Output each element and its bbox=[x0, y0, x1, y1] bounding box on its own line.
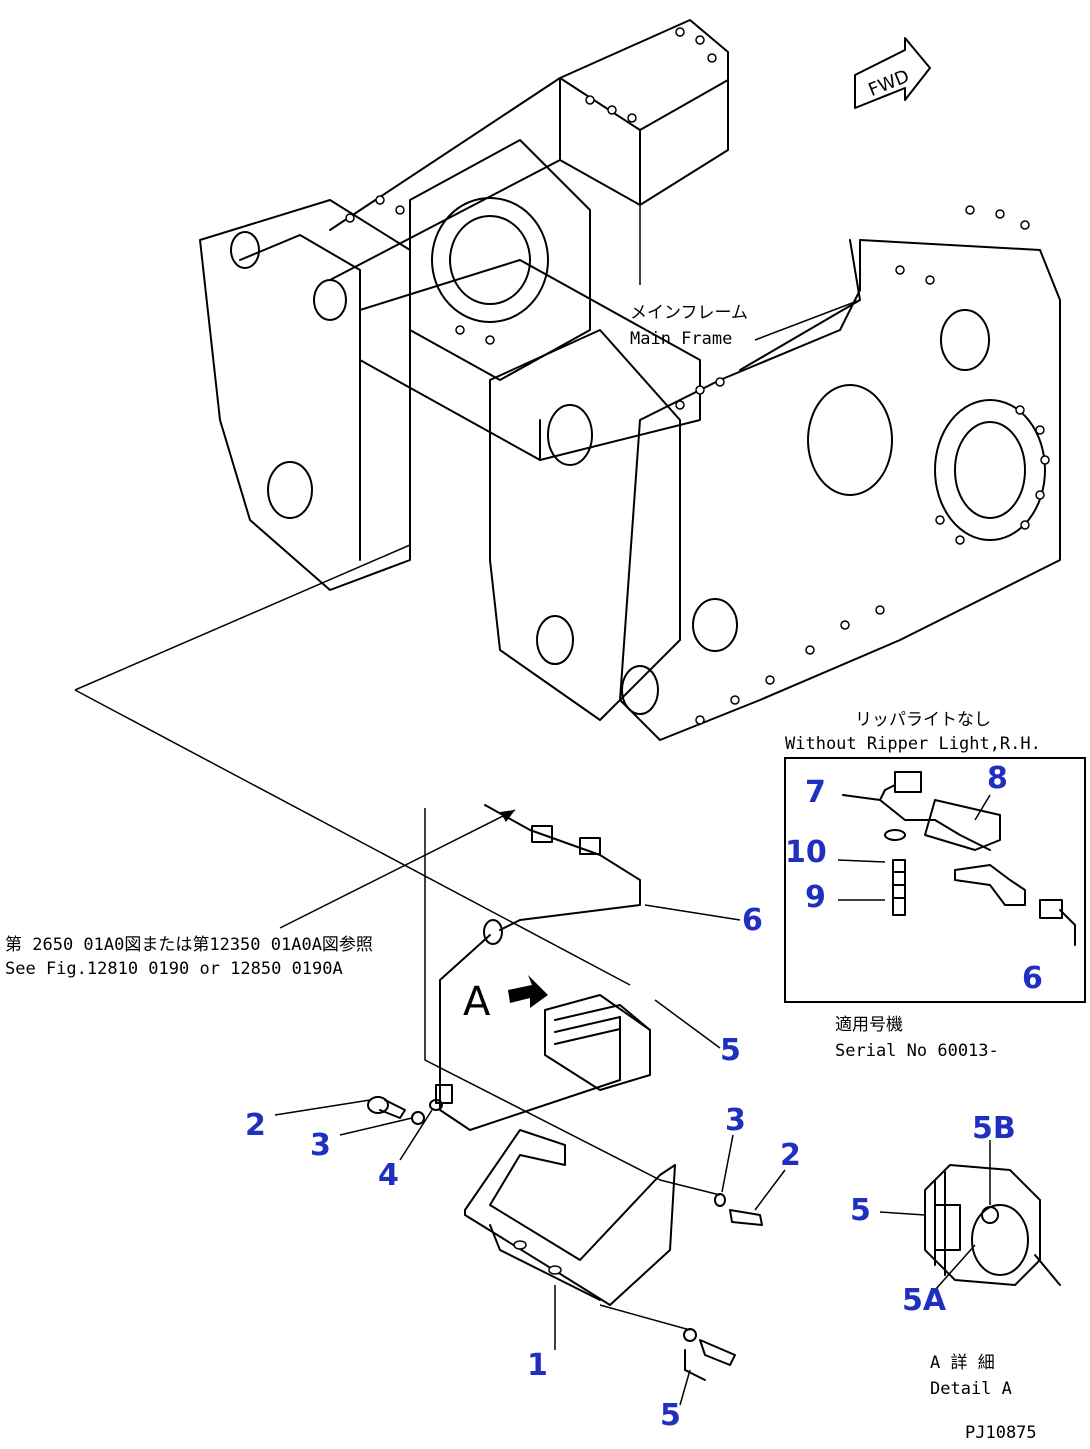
main-frame-drawing bbox=[199, 19, 1061, 741]
callout-5-lower: 5 bbox=[660, 1398, 681, 1433]
view-a-label: A bbox=[463, 979, 491, 1025]
callout-8: 8 bbox=[987, 761, 1008, 796]
see-fig-leader bbox=[279, 809, 516, 929]
reference-line bbox=[659, 1179, 721, 1196]
callout-7: 7 bbox=[805, 775, 826, 810]
main-frame-label-jp: メインフレーム bbox=[630, 303, 748, 323]
callout-5A: 5A bbox=[902, 1283, 947, 1318]
see-fig-label-jp: 第 2650 01A0図または第12350 01A0A図参照 bbox=[5, 935, 373, 955]
light-bracket bbox=[464, 1129, 676, 1306]
callout-1: 1 bbox=[527, 1348, 548, 1383]
callout-6-inset: 6 bbox=[1022, 961, 1043, 996]
view-arrow-icon bbox=[508, 975, 548, 1008]
without-ripper-label-en: Without Ripper Light,R.H. bbox=[785, 734, 1041, 754]
callout-5-light: 5 bbox=[720, 1033, 741, 1068]
reference-line bbox=[74, 689, 631, 986]
serial-label-jp: 適用号機 bbox=[835, 1015, 903, 1035]
reference-line bbox=[424, 808, 661, 1181]
detail-label-jp: A 詳 細 bbox=[930, 1353, 995, 1373]
callout-6-harness: 6 bbox=[742, 903, 763, 938]
detail-label-en: Detail A bbox=[930, 1379, 1012, 1399]
harness-drawing bbox=[429, 804, 641, 1131]
see-fig-label-en: See Fig.12810 0190 or 12850 0190A bbox=[5, 959, 343, 979]
work-light bbox=[544, 994, 651, 1091]
without-ripper-label-jp: リッパライトなし bbox=[855, 710, 991, 730]
bolt-lower bbox=[683, 1328, 736, 1381]
bolt-left bbox=[367, 1096, 406, 1119]
serial-label-en: Serial No 60013- bbox=[835, 1041, 999, 1061]
reference-line bbox=[74, 544, 411, 691]
callout-5-detail: 5 bbox=[850, 1193, 871, 1228]
main-frame-label-en: Main Frame bbox=[630, 329, 732, 349]
callout-2-right: 2 bbox=[780, 1138, 801, 1173]
inset-harness bbox=[837, 771, 1076, 946]
callout-4: 4 bbox=[378, 1158, 399, 1193]
callout-3-right: 3 bbox=[725, 1103, 746, 1138]
drawing-number: PJ10875 bbox=[965, 1423, 1037, 1443]
washer-right bbox=[714, 1193, 726, 1207]
callout-5B: 5B bbox=[972, 1111, 1016, 1146]
callout-10: 10 bbox=[785, 835, 827, 870]
detail-a-light bbox=[879, 1140, 1061, 1291]
washer-left bbox=[411, 1111, 425, 1125]
callout-9: 9 bbox=[805, 880, 826, 915]
reference-line bbox=[599, 1304, 691, 1331]
inset-box bbox=[784, 757, 1086, 1003]
bolt-right bbox=[729, 1209, 763, 1226]
fwd-arrow-icon: FWD bbox=[854, 37, 931, 109]
callout-3-left: 3 bbox=[310, 1128, 331, 1163]
callout-2-left: 2 bbox=[245, 1108, 266, 1143]
